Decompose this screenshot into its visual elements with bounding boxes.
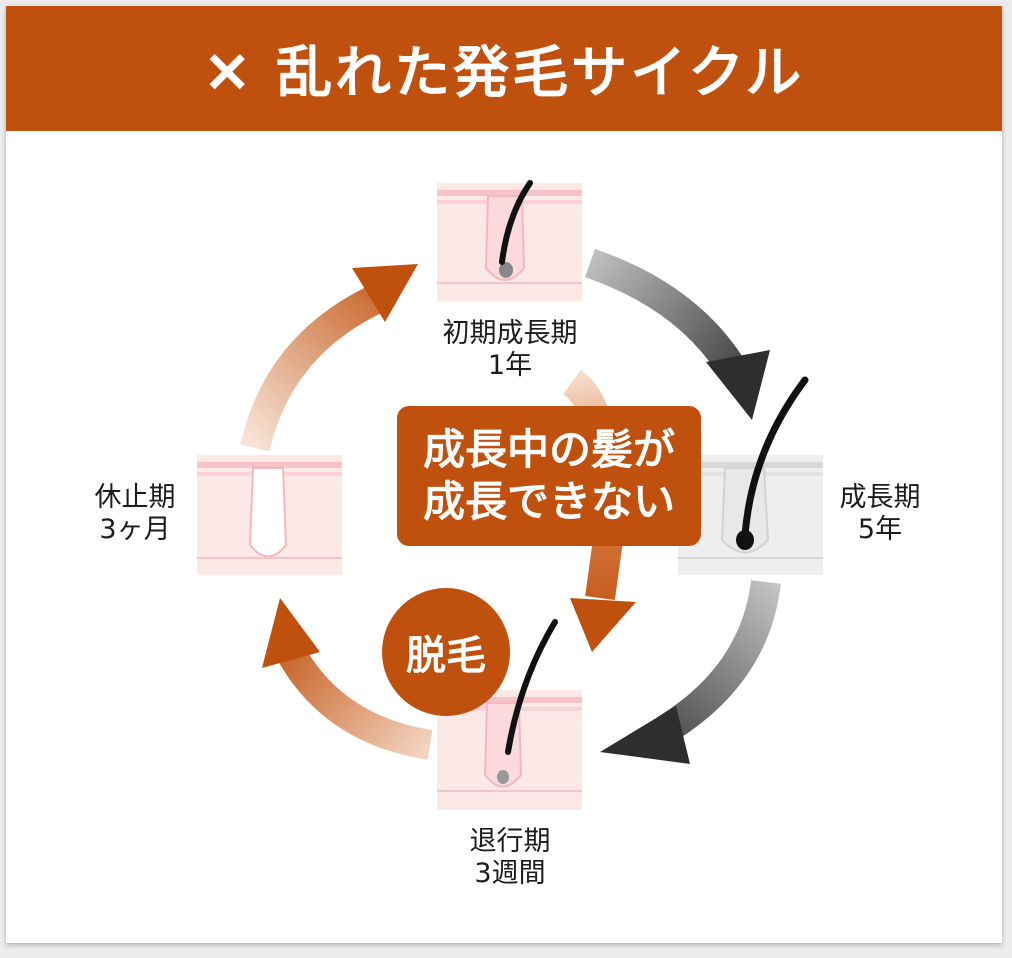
stage-duration: 3ヶ月 (99, 514, 171, 545)
stunted-growth-callout: 成長中の髪が 成長できない (397, 406, 701, 546)
callout-line-2: 成長できない (422, 477, 675, 526)
stage-name: 休止期 (94, 482, 176, 513)
stage-label-resting: 休止期 3ヶ月 (70, 482, 200, 546)
arrow-regression-to-resting (262, 598, 433, 760)
hair-loss-label: 脱毛 (406, 633, 486, 679)
stage-label-regression: 退行期 3週間 (430, 826, 590, 890)
skin-tile-early-growth (437, 180, 582, 301)
skin-tile-growth (678, 376, 823, 575)
stage-duration: 5年 (857, 514, 903, 545)
stage-name: 初期成長期 (442, 318, 578, 349)
arrow-early-to-growth (585, 248, 770, 420)
stage-label-early-growth: 初期成長期 1年 (410, 318, 610, 382)
title-banner: ✕ 乱れた発毛サイクル (6, 6, 1002, 131)
arrow-resting-to-early (240, 264, 418, 452)
arrow-growth-to-regression (600, 579, 781, 764)
callout-line-1: 成長中の髪が (422, 425, 675, 474)
skin-tile-resting (197, 455, 342, 575)
stage-duration: 1年 (487, 350, 533, 381)
stage-name: 成長期 (839, 482, 921, 513)
hair-loss-badge: 脱毛 (382, 588, 510, 716)
stage-duration: 3週間 (474, 858, 546, 889)
stage-label-growth: 成長期 5年 (815, 482, 945, 546)
banner-title: ✕ 乱れた発毛サイクル (203, 40, 805, 106)
stage-name: 退行期 (469, 826, 551, 857)
